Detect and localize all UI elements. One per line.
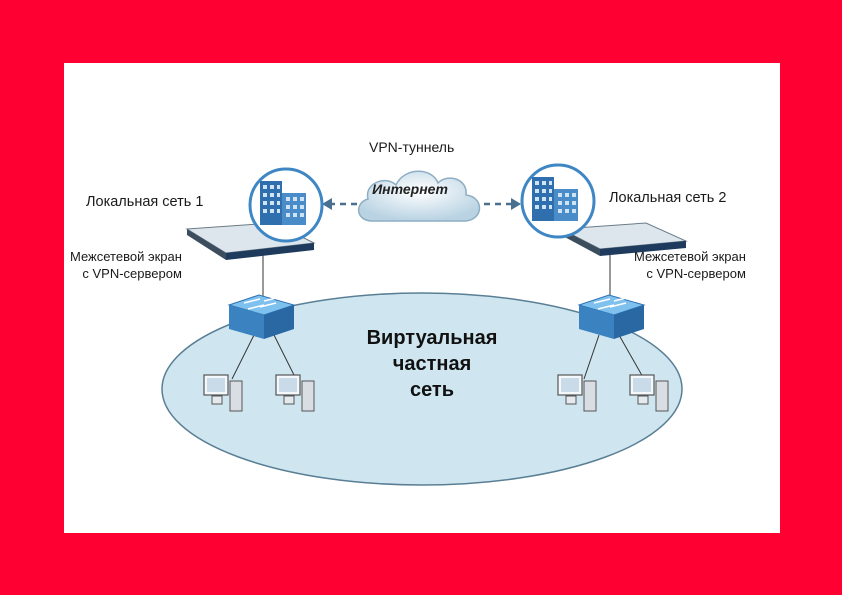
firewall-right-line-1: Межсетевой экран (634, 249, 746, 264)
computer-icon-1 (203, 374, 243, 412)
firewall-right-label: Межсетевой экран с VPN-сервером (634, 248, 746, 282)
firewall-device-icon-right (559, 222, 688, 256)
computer-icon-2 (275, 374, 315, 412)
switch-icon-right (577, 294, 646, 339)
cloud-icon (358, 170, 481, 222)
diagram-canvas: VPN-туннель Интернет Локальная сеть 1 Ло… (64, 63, 780, 533)
vpn-label-line-1: Виртуальная (366, 327, 498, 349)
firewall-left-line-1: Межсетевой экран (70, 249, 182, 264)
vpn-ellipse (161, 292, 683, 486)
vpn-label: Виртуальная частная сеть (332, 325, 532, 403)
vpn-label-line-3: сеть (409, 379, 455, 401)
cloud-label: Интернет (372, 181, 448, 197)
links-right (583, 334, 645, 380)
network-right-label: Локальная сеть 2 (609, 190, 727, 206)
computer-icon-4 (629, 374, 669, 412)
building-icon-left (248, 167, 324, 243)
network-diagram (161, 163, 688, 486)
computer-icon-3 (557, 374, 597, 412)
switch-icon-left (227, 294, 296, 339)
vpn-label-line-2: частная (392, 353, 472, 375)
firewall-left-label: Межсетевой экран с VPN-сервером (70, 248, 182, 282)
firewall-right-line-2: с VPN-сервером (646, 266, 746, 281)
firewall-left-line-2: с VPN-сервером (82, 266, 182, 281)
network-left-label: Локальная сеть 1 (86, 194, 204, 210)
building-icon-right (520, 163, 596, 239)
tunnel-arrow-left (322, 198, 332, 210)
links-left (231, 334, 297, 380)
tunnel-arrow-right (511, 198, 521, 210)
tunnel-label: VPN-туннель (369, 139, 455, 155)
